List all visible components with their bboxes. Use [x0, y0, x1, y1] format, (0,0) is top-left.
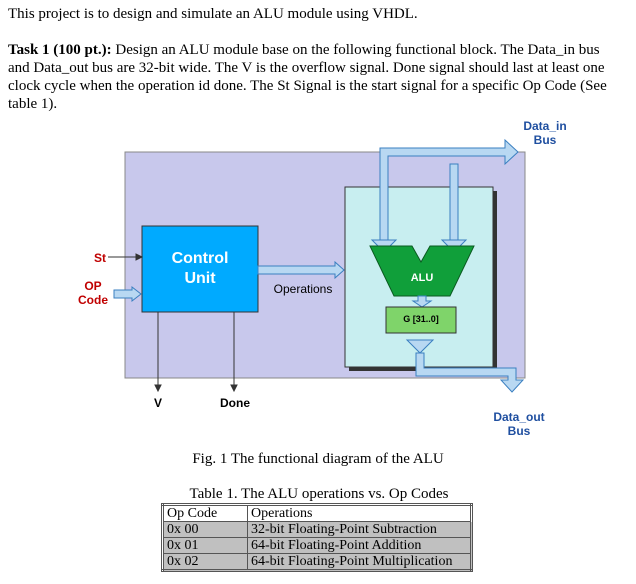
control-unit-label: Control Unit	[142, 249, 258, 289]
data-in-line2: Bus	[533, 133, 557, 147]
table-row: 0x 01 64-bit Floating-Point Addition	[162, 537, 472, 554]
data-in-line1: Data_in	[523, 119, 567, 133]
control-unit-line1: Control	[171, 250, 229, 267]
table-row: 0x 00 32-bit Floating-Point Subtraction	[162, 521, 472, 538]
task-heading: Task 1 (100 pt.):	[8, 42, 112, 58]
task-body: Design an ALU module base on the followi…	[8, 42, 607, 112]
task-paragraph: Task 1 (100 pt.): Design an ALU module b…	[8, 41, 624, 113]
table-row: 0x 02 64-bit Floating-Point Multiplicati…	[162, 553, 472, 571]
data-in-label: Data_in Bus	[512, 119, 578, 147]
table-title: Table 1. The ALU operations vs. Op Codes	[189, 486, 449, 502]
data-out-label: Data_out Bus	[484, 410, 554, 438]
g-register	[385, 306, 457, 334]
done-line	[230, 312, 238, 393]
g-label: G [31..0]	[403, 314, 439, 324]
data-out-line1: Data_out	[493, 410, 545, 424]
table-header-row: Op Code Operations	[162, 504, 472, 522]
opcode-label: OP Code	[72, 279, 114, 307]
table-cell-op-code: 0x 02	[162, 553, 248, 571]
alu-to-g-arrow	[411, 295, 433, 308]
st-label: St	[94, 251, 106, 265]
operations-bus	[257, 260, 345, 280]
v-line	[154, 312, 162, 393]
control-unit-line2: Unit	[184, 270, 216, 287]
data-out-line2: Bus	[507, 424, 531, 438]
table-cell-operation: 64-bit Floating-Point Multiplication	[247, 553, 472, 571]
opcode-bus	[113, 285, 142, 303]
header-op-code: Op Code	[162, 504, 248, 522]
done-label: Done	[220, 396, 250, 410]
intro-text: This project is to design and simulate a…	[8, 6, 418, 22]
table-cell-operation: 64-bit Floating-Point Addition	[247, 537, 472, 554]
alu-label: ALU	[410, 272, 434, 284]
figure-caption: Fig. 1 The functional diagram of the ALU	[192, 451, 444, 467]
table-cell-op-code: 0x 01	[162, 537, 248, 554]
header-operations: Operations	[247, 504, 472, 522]
data-out-bus	[405, 339, 525, 393]
opcode-table: Op Code Operations 0x 00 32-bit Floating…	[161, 503, 473, 572]
alu-functional-diagram	[108, 138, 526, 393]
opcode-line1: OP	[84, 279, 102, 293]
alu-block	[369, 245, 475, 297]
st-line	[108, 253, 144, 261]
table-cell-operation: 32-bit Floating-Point Subtraction	[247, 521, 472, 538]
opcode-line2: Code	[78, 293, 108, 307]
table-cell-op-code: 0x 00	[162, 521, 248, 538]
operations-label: Operations	[273, 282, 333, 296]
v-label: V	[153, 396, 162, 410]
